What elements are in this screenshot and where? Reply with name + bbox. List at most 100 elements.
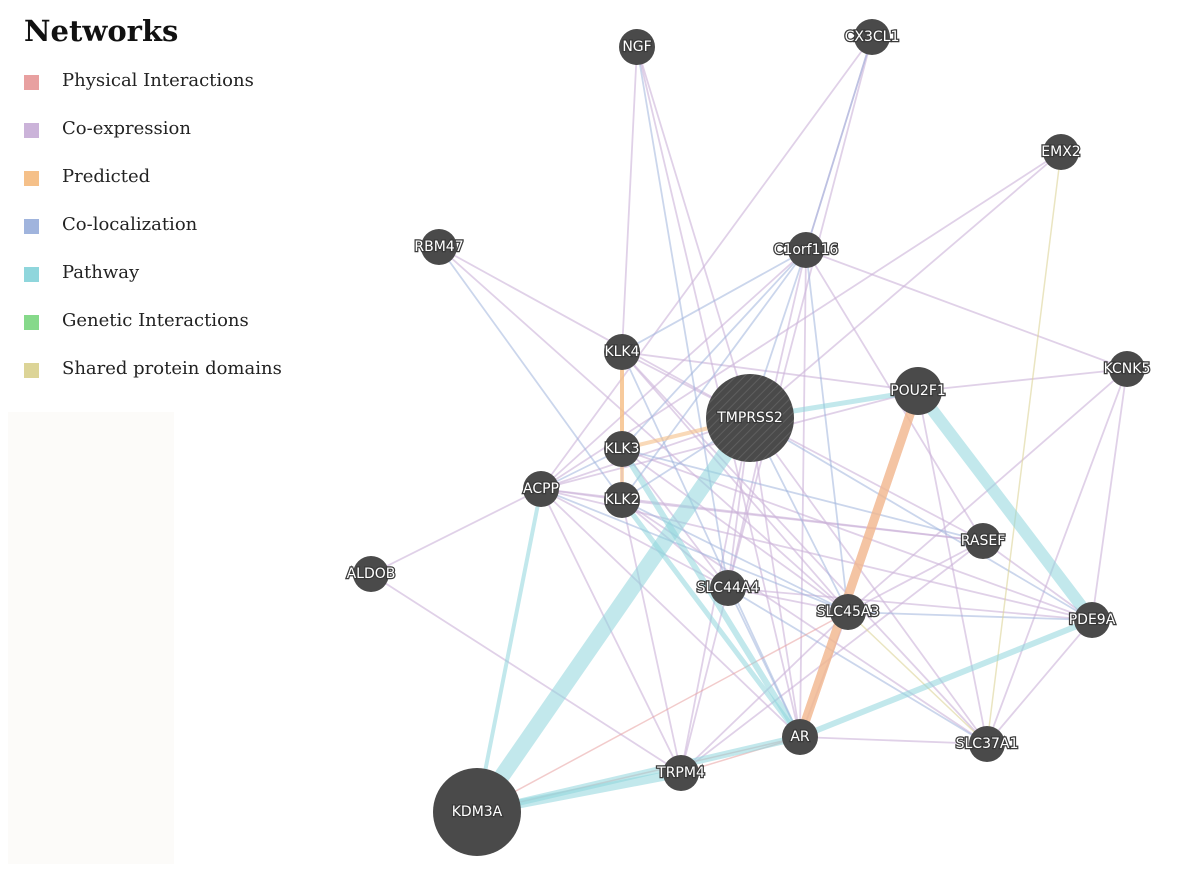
node-circle[interactable] <box>830 594 866 630</box>
shared-protein-domains-swatch <box>24 363 39 378</box>
node-circle[interactable] <box>619 29 655 65</box>
legend-label: Co-expression <box>62 118 191 139</box>
edge-coexpression-pde9a-slc37a1 <box>986 619 1093 745</box>
node-label: TRPM4 <box>656 765 705 781</box>
node-circle[interactable] <box>788 232 824 268</box>
node-ngf[interactable]: NGF <box>619 29 655 65</box>
edge-coexpression-slc44a4-slc45a3 <box>727 587 849 613</box>
edge-coexpression-klk2-trpm4 <box>621 499 682 774</box>
legend-label: Co-localization <box>62 214 198 235</box>
edge-coexpression-emx2-tmprss2 <box>749 151 1062 419</box>
node-label: KCNK5 <box>1104 361 1151 377</box>
node-rbm47[interactable]: RBM47 <box>413 229 465 265</box>
node-circle[interactable] <box>782 719 818 755</box>
edge-coexpression-ngf-tmprss2 <box>636 46 751 419</box>
node-label: ACPP <box>523 481 559 497</box>
node-klk3[interactable]: KLK3 <box>603 431 641 467</box>
pathway-swatch <box>24 267 39 282</box>
edge-pathway-acpp-kdm3a <box>475 487 543 814</box>
node-circle[interactable] <box>1074 602 1110 638</box>
edge-coexpression-klk2-slc44a4 <box>621 499 729 589</box>
edge-coexpression-kcnk5-slc37a1 <box>986 368 1128 745</box>
node-label: PDE9A <box>1069 612 1116 628</box>
node-circle[interactable] <box>421 229 457 265</box>
genetic-interactions-swatch <box>24 315 39 330</box>
edge-layer <box>370 36 1128 820</box>
node-slc45a3[interactable]: SLC45A3 <box>815 594 881 630</box>
node-circle[interactable] <box>1043 134 1079 170</box>
node-circle[interactable] <box>1109 351 1145 387</box>
node-kdm3a[interactable]: KDM3A <box>433 768 521 856</box>
node-circle[interactable] <box>353 556 389 592</box>
node-circle[interactable] <box>604 334 640 370</box>
edge-coexpression-slc44a4-pde9a <box>727 587 1093 621</box>
node-pde9a[interactable]: PDE9A <box>1067 602 1117 638</box>
legend-label: Genetic Interactions <box>62 310 249 331</box>
edge-colocalization-slc45a3-pde9a <box>847 611 1093 621</box>
node-kcnk5[interactable]: KCNK5 <box>1102 351 1152 387</box>
node-label: POU2F1 <box>890 383 946 399</box>
edge-shared-slc45a3-slc37a1 <box>847 611 988 745</box>
edge-coexpression-c1orf116-ar <box>799 249 807 738</box>
edge-coexpression-rasef-pde9a <box>982 540 1093 621</box>
edge-colocalization-c1orf116-slc45a3 <box>805 249 849 613</box>
edge-colocalization-cx3cl1-c1orf116 <box>805 36 873 251</box>
edge-coexpression-kcnk5-pde9a <box>1091 368 1128 621</box>
co-expression-swatch <box>24 123 39 138</box>
node-label: KLK3 <box>604 441 639 457</box>
node-circle[interactable] <box>663 755 699 791</box>
node-cx3cl1[interactable]: CX3CL1 <box>843 19 901 55</box>
node-label: RASEF <box>961 533 1006 549</box>
node-ar[interactable]: AR <box>782 719 818 755</box>
node-klk4[interactable]: KLK4 <box>603 334 641 370</box>
node-circle[interactable] <box>969 726 1005 762</box>
node-tmprss2[interactable]: TMPRSS2 <box>706 374 794 462</box>
legend-label: Physical Interactions <box>62 70 254 91</box>
edge-coexpression-pou2f1-slc37a1 <box>917 390 988 745</box>
edge-coexpression-acpp-aldob <box>370 488 542 575</box>
node-label: EMX2 <box>1041 144 1080 160</box>
node-c1orf116[interactable]: C1orf116 <box>772 232 840 268</box>
node-circle[interactable] <box>523 471 559 507</box>
edge-coexpression-klk4-slc45a3 <box>621 351 849 613</box>
edge-colocalization-c1orf116-klk4 <box>621 249 807 353</box>
node-circle[interactable] <box>433 768 521 856</box>
node-circle[interactable] <box>965 523 1001 559</box>
node-rasef[interactable]: RASEF <box>959 523 1007 559</box>
node-emx2[interactable]: EMX2 <box>1040 134 1082 170</box>
edge-coexpression-aldob-trpm4 <box>370 573 682 774</box>
edge-coexpression-ar-slc37a1 <box>799 736 988 745</box>
edge-colocalization-rbm47-klk2 <box>438 246 623 501</box>
node-aldob[interactable]: ALDOB <box>345 556 397 592</box>
edge-colocalization-c1orf116-klk3 <box>621 249 807 450</box>
node-slc37a1[interactable]: SLC37A1 <box>954 726 1020 762</box>
edge-predicted-pou2f1-ar <box>795 386 923 742</box>
edge-coexpression-kcnk5-pou2f1 <box>917 368 1128 392</box>
legend-label: Shared protein domains <box>62 358 282 379</box>
edge-coexpression-tmprss2-slc37a1 <box>749 417 988 745</box>
node-pou2f1[interactable]: POU2F1 <box>889 367 947 415</box>
node-circle[interactable] <box>706 374 794 462</box>
node-circle[interactable] <box>604 482 640 518</box>
node-label: KLK4 <box>604 344 639 360</box>
edge-coexpression-rbm47-tmprss2 <box>438 246 751 419</box>
edge-coexpression-cx3cl1-slc44a4 <box>727 36 873 589</box>
node-acpp[interactable]: ACPP <box>522 471 560 507</box>
legend-title: Networks <box>24 14 179 48</box>
node-circle[interactable] <box>854 19 890 55</box>
edge-colocalization-acpp-slc45a3 <box>540 488 849 613</box>
node-label: C1orf116 <box>774 242 839 258</box>
node-trpm4[interactable]: TRPM4 <box>655 755 706 791</box>
node-label: NGF <box>622 39 651 55</box>
node-circle[interactable] <box>894 367 942 415</box>
node-circle[interactable] <box>604 431 640 467</box>
edge-pathway-pde9a-ar <box>797 617 1095 740</box>
node-circle[interactable] <box>710 570 746 606</box>
node-slc44a4[interactable]: SLC44A4 <box>695 570 761 606</box>
node-label: KDM3A <box>452 804 503 820</box>
edge-physical-kdm3a-slc45a3 <box>476 611 849 813</box>
node-klk2[interactable]: KLK2 <box>603 482 641 518</box>
legend-label: Pathway <box>62 262 140 283</box>
